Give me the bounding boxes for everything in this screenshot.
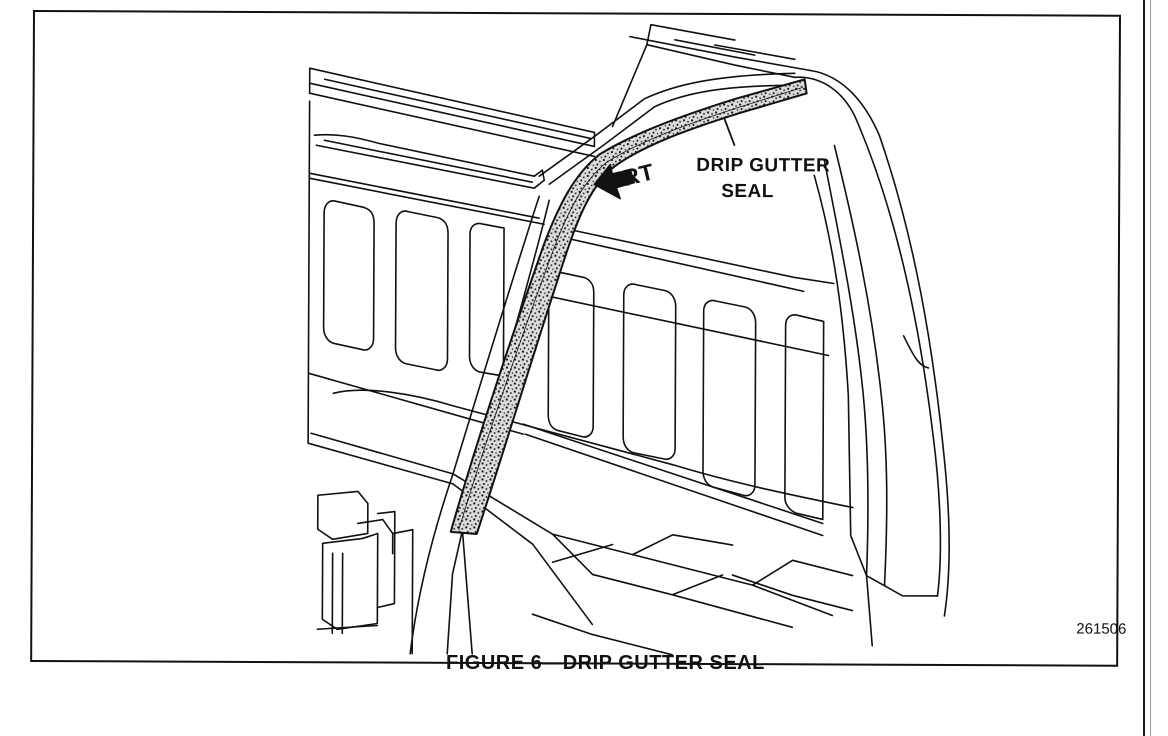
figure-number: 261506 (1076, 620, 1127, 638)
front-direction-arrow (593, 163, 636, 200)
bed-floor (307, 372, 854, 656)
window-frame (538, 72, 801, 186)
callout-label-line1: DRIP GUTTER (696, 154, 831, 177)
scan-edge-line (1143, 0, 1145, 736)
figure-caption: FIGURE 6—DRIP GUTTER SEAL (446, 652, 765, 674)
bed-right-wall (731, 69, 950, 647)
drip-gutter-seal-strip (449, 78, 808, 535)
cab-pillar (409, 195, 550, 655)
bed-side-post (316, 490, 414, 655)
scan-edge-shadow (1150, 0, 1151, 736)
figure-frame: FRT DRIP GUTTER SEAL 261506 (30, 10, 1126, 667)
seal-leader-line (723, 118, 736, 146)
callout-label-line2: SEAL (721, 181, 774, 203)
bed-wall-ribs (322, 200, 825, 521)
roof-rail-molding (308, 100, 546, 226)
cab-roof (308, 23, 811, 158)
pickup-bed-illustration (307, 23, 950, 656)
